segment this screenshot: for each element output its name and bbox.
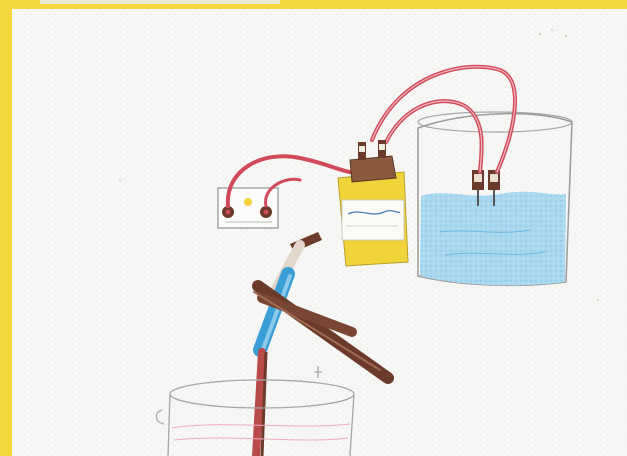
experiment-drawing [0,0,627,456]
drawing-frame [0,0,627,456]
